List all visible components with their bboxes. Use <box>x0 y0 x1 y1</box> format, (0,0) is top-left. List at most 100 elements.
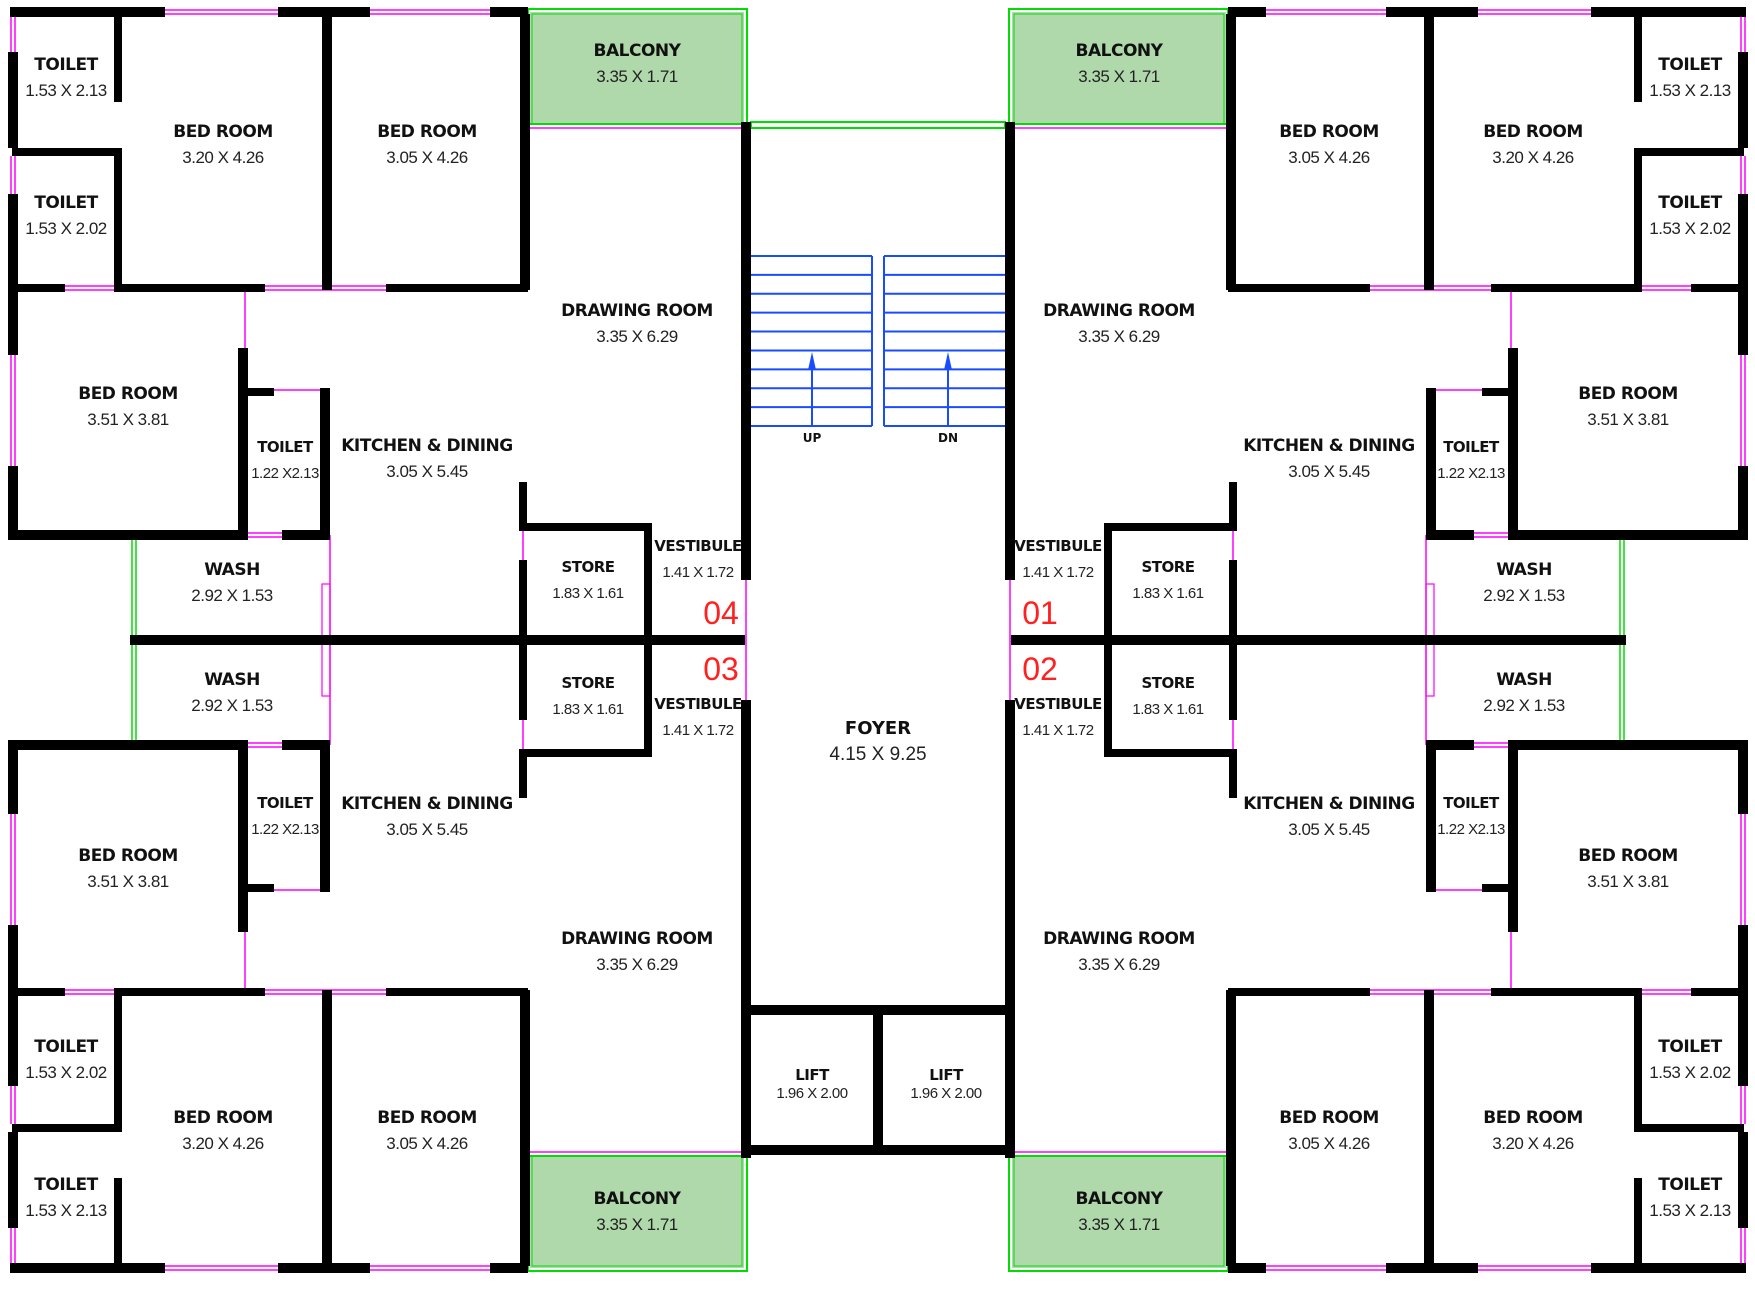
wall <box>1228 988 1370 996</box>
wall <box>1229 560 1237 640</box>
room-name: TOILET <box>34 1037 98 1057</box>
wall <box>1738 980 1748 1086</box>
wall <box>8 980 18 1086</box>
room-name: DRAWING ROOM <box>1043 929 1195 949</box>
lift-wall <box>741 1005 751 1153</box>
room-name: TOILET <box>34 193 98 213</box>
unit-number: 01 <box>1022 595 1058 631</box>
room-dim: 2.92 X 1.53 <box>1483 696 1565 715</box>
wall <box>644 523 652 640</box>
room-store: STORE 1.83 X 1.61 <box>1132 674 1204 718</box>
wall <box>1634 1178 1642 1266</box>
wall <box>1386 7 1478 17</box>
wall <box>1011 635 1626 645</box>
wall <box>8 194 18 300</box>
room-name: BED ROOM <box>1279 122 1379 142</box>
wall <box>1636 148 1744 156</box>
wall <box>519 560 527 640</box>
room-dim: 3.05 X 4.26 <box>386 148 468 167</box>
room-dim: 1.53 X 2.13 <box>1649 1201 1731 1220</box>
room-vestibule: VESTIBULE 1.41 X 1.72 <box>654 695 742 739</box>
room-dim: 1.53 X 2.02 <box>25 1063 107 1082</box>
room-name: TOILET <box>1443 438 1500 456</box>
room-dim: 1.41 X 1.72 <box>662 722 733 739</box>
room-wash: WASH 2.92 X 1.53 <box>1483 670 1565 715</box>
room-toilet-b: TOILET 1.53 X 2.02 <box>25 1037 107 1082</box>
wall <box>1634 14 1642 102</box>
room-name: VESTIBULE <box>654 537 742 555</box>
walls-layer <box>8 7 1748 1273</box>
wall <box>1426 388 1436 540</box>
wall <box>278 1263 370 1273</box>
wall <box>238 884 274 892</box>
room-name: BED ROOM <box>1578 846 1678 866</box>
wall <box>1508 348 1518 540</box>
room-dim: 1.53 X 2.02 <box>1649 219 1731 238</box>
room-name: STORE <box>1141 558 1194 576</box>
wall <box>386 988 528 996</box>
wall <box>1511 530 1748 540</box>
wall <box>1738 740 1748 814</box>
room-dim: 3.35 X 6.29 <box>1078 327 1160 346</box>
lift-2: LIFT 1.96 X 2.00 <box>910 1066 982 1102</box>
room-name: KITCHEN & DINING <box>341 794 512 814</box>
room-name: TOILET <box>1443 794 1500 812</box>
wall <box>519 640 527 720</box>
room-name: TOILET <box>1658 193 1722 213</box>
wall <box>1424 990 1434 1266</box>
wall <box>8 530 245 540</box>
room-name: WASH <box>1496 670 1552 690</box>
room-name: STORE <box>561 674 614 692</box>
wall <box>1228 7 1266 17</box>
room-dim: 3.51 X 3.81 <box>1587 872 1669 891</box>
room-name: BALCONY <box>594 1189 682 1209</box>
room-name: TOILET <box>257 794 314 812</box>
room-name: DRAWING ROOM <box>561 301 713 321</box>
wall <box>1634 148 1642 290</box>
balcony-rails-layer <box>131 8 1625 1272</box>
wall <box>490 7 528 17</box>
room-dim: 3.05 X 4.26 <box>1288 1134 1370 1153</box>
wall <box>8 290 18 355</box>
wall <box>12 284 65 292</box>
wall <box>282 530 330 540</box>
room-name: KITCHEN & DINING <box>1243 436 1414 456</box>
wall <box>1636 1124 1744 1132</box>
room-name: TOILET <box>257 438 314 456</box>
wall <box>520 990 530 1266</box>
wall <box>1738 290 1748 355</box>
room-bedroom-c: BED ROOM 3.51 X 3.81 <box>1578 846 1678 891</box>
room-name: TOILET <box>34 55 98 75</box>
room-dim: 3.05 X 5.45 <box>1288 462 1370 481</box>
wall <box>320 740 330 892</box>
room-dim: 1.22 X2.13 <box>251 821 319 838</box>
room-name: BED ROOM <box>78 846 178 866</box>
room-kitchen: KITCHEN & DINING 3.05 X 5.45 <box>1243 436 1415 481</box>
room-name: VESTIBULE <box>654 695 742 713</box>
room-dim: 1.83 X 1.61 <box>1132 701 1203 718</box>
balcony-fills <box>530 12 1226 1268</box>
wall <box>1738 194 1748 300</box>
room-name: STORE <box>1141 674 1194 692</box>
wall <box>1229 753 1237 798</box>
wall <box>519 523 652 531</box>
wall <box>1386 1263 1478 1273</box>
room-dim: 1.53 X 2.13 <box>25 1201 107 1220</box>
wall <box>322 14 332 290</box>
wall <box>1691 284 1744 292</box>
wall <box>1426 530 1474 540</box>
